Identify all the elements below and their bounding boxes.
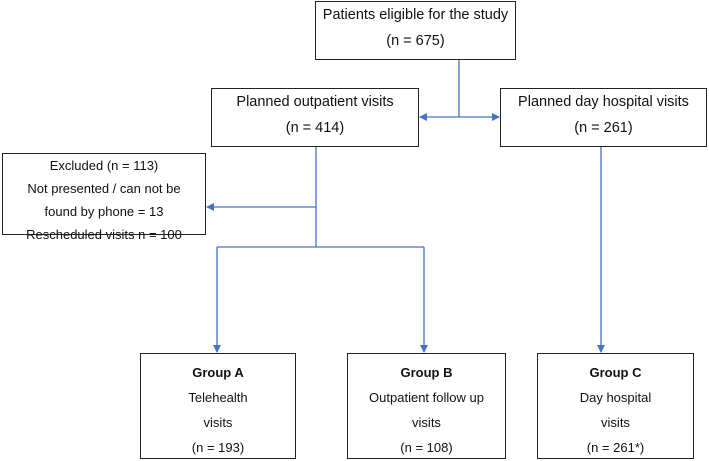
group-b-count: (n = 108): [400, 440, 453, 455]
day-hospital-count: (n = 261): [574, 120, 633, 136]
eligible-title: Patients eligible for the study: [322, 7, 509, 23]
group-a-line-2: visits: [203, 415, 233, 430]
group-c-box: Group C Day hospital visits (n = 261*): [537, 353, 694, 459]
group-b-title: Group B: [400, 365, 453, 380]
excluded-line-3: found by phone = 13: [44, 204, 164, 219]
outpatient-title: Planned outpatient visits: [236, 94, 394, 110]
excluded-box: Excluded (n = 113) Not presented / can n…: [2, 153, 206, 242]
excluded-title: Excluded (n = 113): [49, 158, 159, 173]
group-a-count: (n = 193): [191, 440, 245, 455]
group-b-line-1: Outpatient follow up: [369, 390, 484, 405]
eligible-count: (n = 675): [386, 33, 445, 49]
group-a-box: Group A Telehealth visits (n = 193): [140, 353, 296, 459]
excluded-line-4: Rescheduled visits n = 100: [26, 227, 182, 242]
group-a-line-1: Telehealth: [188, 390, 248, 405]
group-c-title: Group C: [589, 365, 642, 380]
group-c-line-2: visits: [601, 415, 630, 430]
outpatient-visits-box: Planned outpatient visits (n = 414): [211, 88, 419, 147]
eligible-patients-box: Patients eligible for the study (n = 675…: [315, 1, 516, 60]
group-a-title: Group A: [192, 365, 244, 380]
day-hospital-title: Planned day hospital visits: [518, 94, 689, 110]
group-c-line-1: Day hospital: [579, 390, 652, 405]
group-b-box: Group B Outpatient follow up visits (n =…: [347, 353, 506, 459]
group-b-line-2: visits: [412, 415, 441, 430]
excluded-line-2: Not presented / can not be: [27, 181, 181, 196]
group-c-count: (n = 261*): [586, 440, 645, 455]
outpatient-count: (n = 414): [285, 120, 345, 136]
day-hospital-visits-box: Planned day hospital visits (n = 261): [500, 88, 707, 147]
